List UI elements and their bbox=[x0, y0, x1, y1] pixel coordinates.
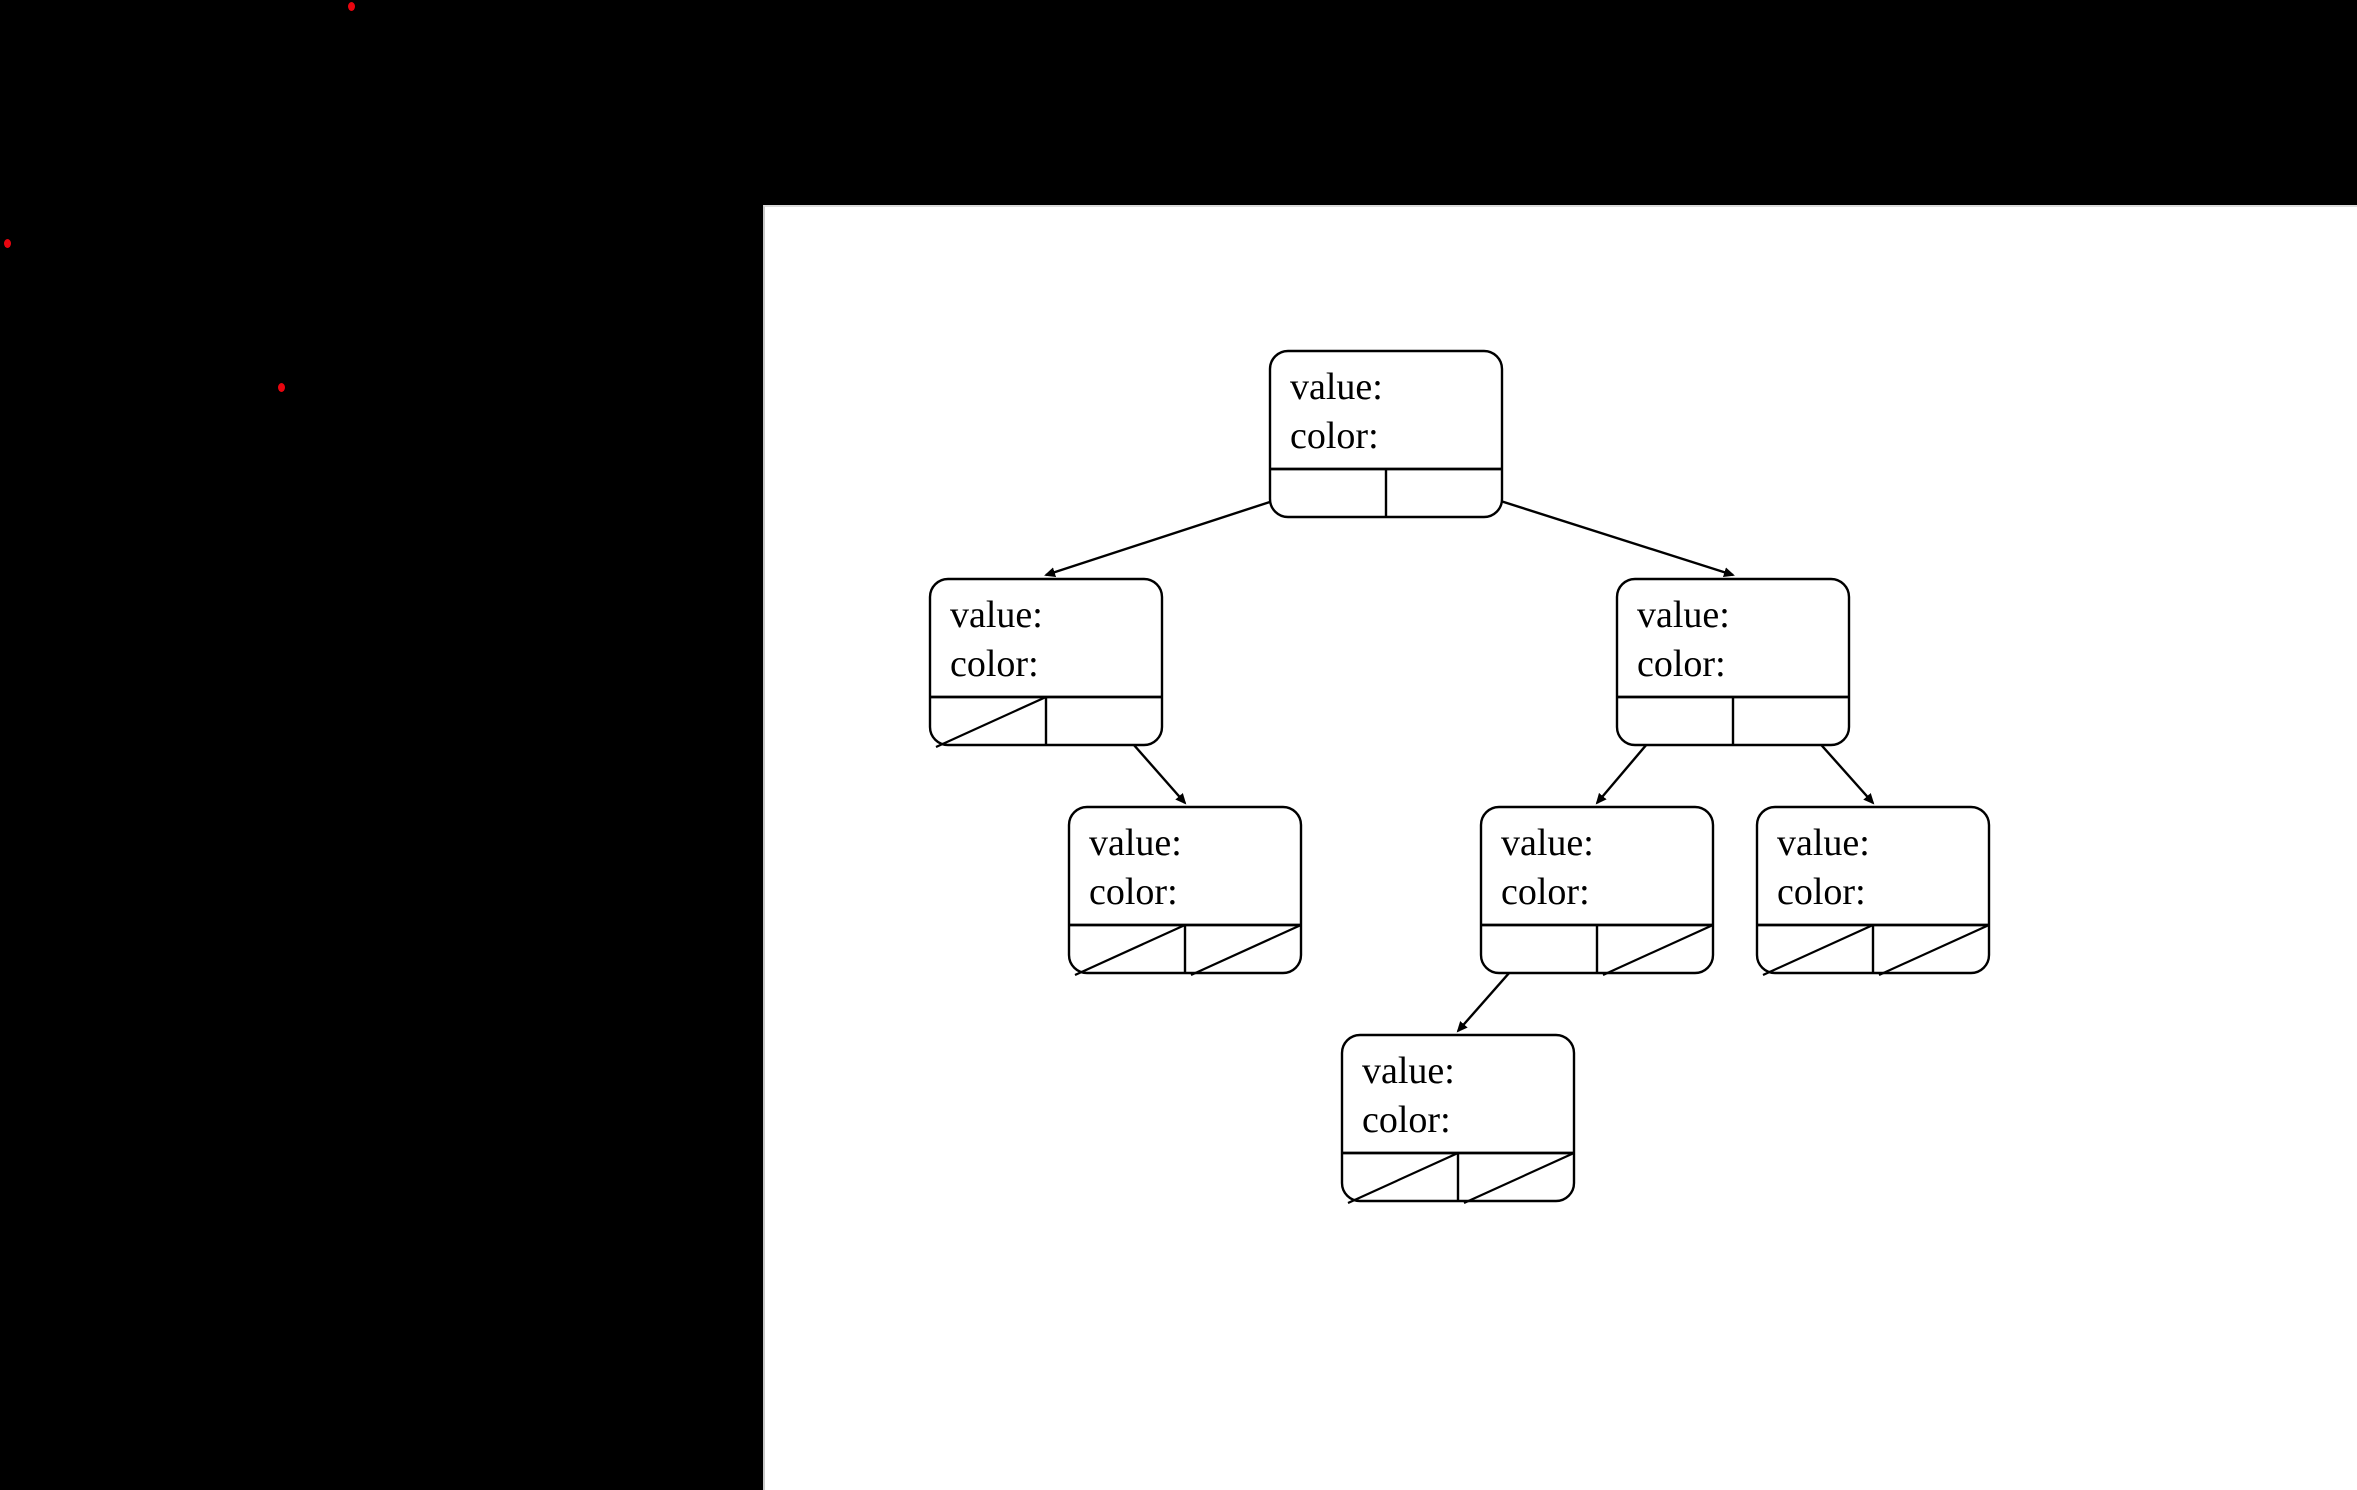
node-color-label: color: bbox=[1290, 415, 1379, 457]
tree-node-right-left[interactable]: value: color: bbox=[1479, 805, 1715, 977]
null-pointer-slash-right bbox=[1190, 923, 1302, 977]
node-value-label: value: bbox=[1290, 366, 1383, 408]
tree-node-root[interactable]: value: color: bbox=[1268, 349, 1504, 519]
node-color-label: color: bbox=[1089, 871, 1178, 913]
tree-node-left[interactable]: value: color: bbox=[928, 577, 1164, 749]
node-value-label: value: bbox=[1501, 822, 1594, 864]
node-color-label: color: bbox=[950, 643, 1039, 685]
node-value-label: value: bbox=[1089, 822, 1182, 864]
null-pointer-slash-left bbox=[1347, 1151, 1459, 1205]
node-value-label: value: bbox=[950, 594, 1043, 636]
node-color-label: color: bbox=[1637, 643, 1726, 685]
tree-node-right-right[interactable]: value: color: bbox=[1755, 805, 1991, 977]
node-color-label: color: bbox=[1362, 1099, 1451, 1141]
tree-node-right[interactable]: value: color: bbox=[1615, 577, 1851, 747]
node-value-label: value: bbox=[1777, 822, 1870, 864]
null-pointer-slash-left bbox=[1074, 923, 1186, 977]
node-color-label: color: bbox=[1501, 871, 1590, 913]
null-pointer-slash-left bbox=[935, 695, 1047, 749]
diagram-canvas[interactable]: value:color:value:color:value:color:valu… bbox=[763, 205, 2357, 1490]
marker-dot-3 bbox=[278, 383, 285, 392]
marker-dot-1 bbox=[348, 2, 355, 11]
node-color-label: color: bbox=[1777, 871, 1866, 913]
binary-tree-diagram: value:color:value:color:value:color:valu… bbox=[928, 349, 1991, 1205]
nodes-layer: value:color:value:color:value:color:valu… bbox=[928, 349, 1991, 1205]
marker-dot-2 bbox=[4, 239, 11, 248]
node-value-label: value: bbox=[1637, 594, 1730, 636]
null-pointer-slash-right bbox=[1602, 923, 1714, 977]
null-pointer-slash-right bbox=[1463, 1151, 1575, 1205]
tree-node-right-left-left[interactable]: value: color: bbox=[1340, 1033, 1576, 1205]
node-value-label: value: bbox=[1362, 1050, 1455, 1092]
tree-node-left-right[interactable]: value: color: bbox=[1067, 805, 1303, 977]
null-pointer-slash-left bbox=[1762, 923, 1874, 977]
null-pointer-slash-right bbox=[1878, 923, 1990, 977]
